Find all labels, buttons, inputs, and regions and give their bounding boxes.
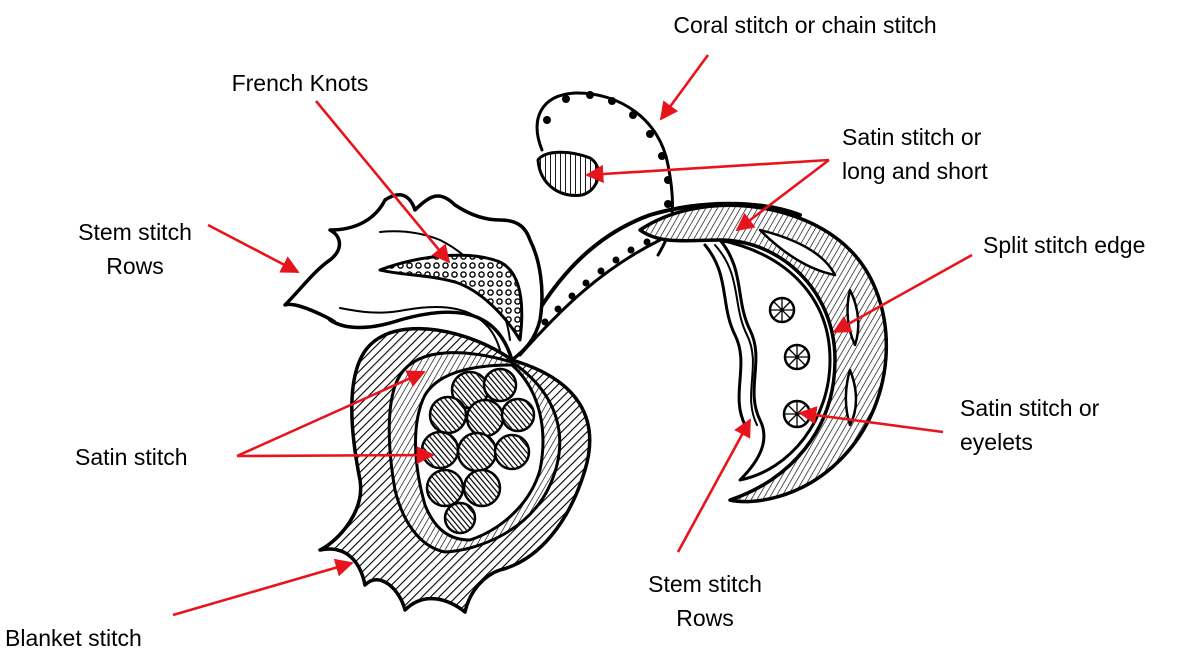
label-satin-long-short: Satin stitch or long and short xyxy=(842,120,988,188)
arrow-stem-bottom xyxy=(678,420,750,552)
label-stem-stitch-rows-left: Stem stitch Rows xyxy=(30,215,240,283)
label-french-knots: French Knots xyxy=(200,66,400,100)
label-blanket-stitch: Blanket stitch xyxy=(5,621,142,655)
label-satin-eyelets: Satin stitch or eyelets xyxy=(960,391,1099,459)
arrow-satin-2 xyxy=(237,455,433,456)
arrow-coral-stitch xyxy=(661,55,708,119)
embroidery-illustration xyxy=(285,91,886,612)
label-coral-stitch: Coral stitch or chain stitch xyxy=(597,8,1013,42)
arrow-blanket xyxy=(173,563,352,615)
label-split-stitch-edge: Split stitch edge xyxy=(983,228,1145,262)
label-stem-stitch-rows-bottom: Stem stitch Rows xyxy=(600,567,810,635)
arrow-satin-long-1 xyxy=(587,160,829,175)
label-satin-stitch: Satin stitch xyxy=(75,440,188,474)
